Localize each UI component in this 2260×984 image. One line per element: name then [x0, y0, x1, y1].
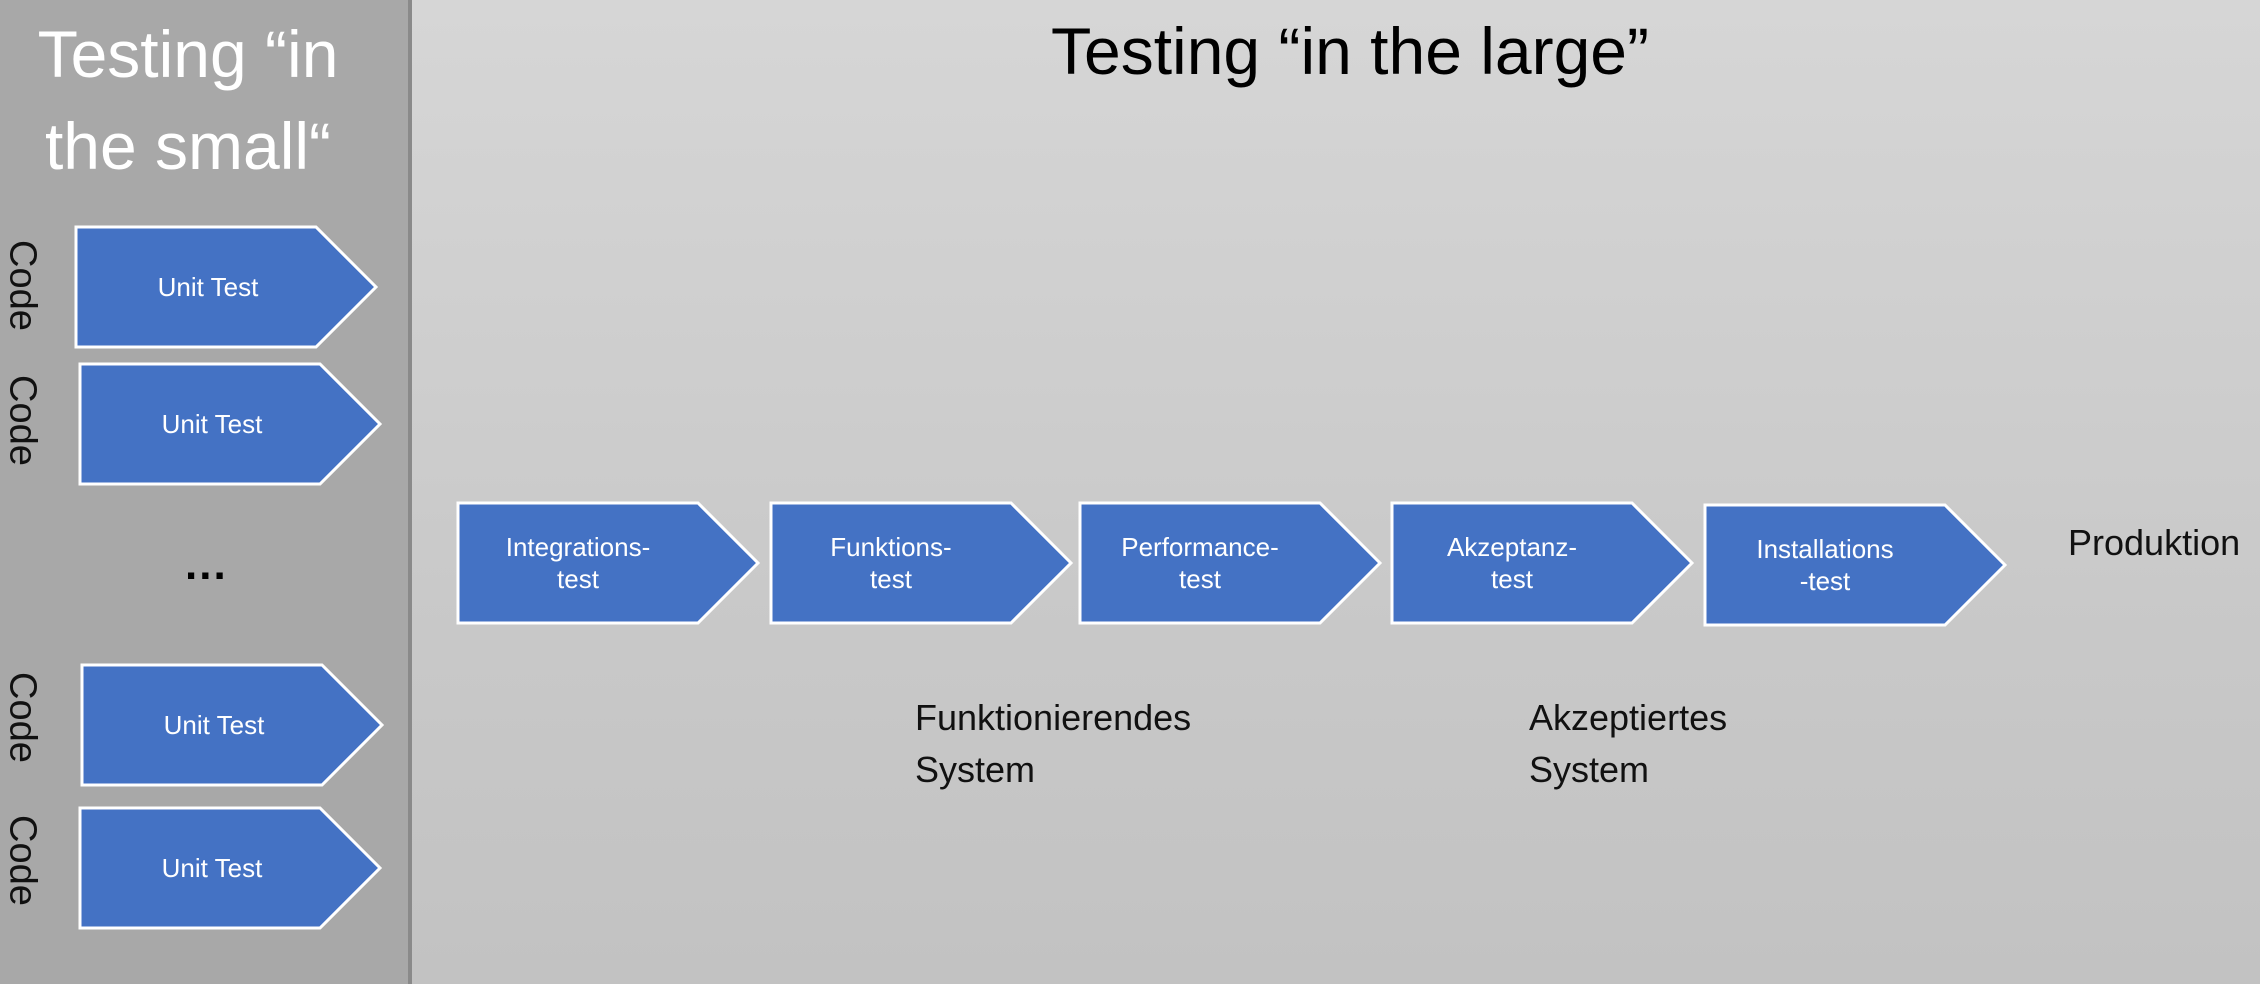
unit-test-label: Unit Test: [163, 710, 265, 740]
arrow-shape: [74, 225, 379, 349]
small-title: Testing “in the small“: [37, 17, 339, 183]
performance-test-arrow: Performance- test: [1078, 501, 1383, 625]
code-label-1: Code: [1, 239, 44, 331]
testing-in-the-small-panel: Testing “in the small“ Code Code Code Co…: [0, 0, 412, 984]
acceptance-test-arrow: Akzeptanz- test: [1390, 501, 1695, 625]
functional-system-caption: Funktionierendes System: [915, 697, 1192, 790]
arrow-shape: [1703, 503, 2008, 627]
arrow-shape: [78, 362, 383, 486]
integration-test-arrow: Integrations- test: [456, 501, 761, 625]
installation-test-arrow: Installations -test: [1703, 503, 2008, 627]
arrow-shape: [1390, 501, 1695, 625]
ellipsis: ...: [185, 540, 228, 589]
code-label-3: Code: [1, 671, 44, 763]
installation-test-label: Installations -test: [1756, 534, 1894, 596]
acceptance-test-label: Akzeptanz- test: [1446, 532, 1578, 594]
unit-test-arrow-2: Unit Test: [78, 362, 383, 486]
code-label-4: Code: [1, 814, 44, 906]
unit-test-arrow-1: Unit Test: [74, 225, 379, 349]
large-title: Testing “in the large”: [1051, 14, 1649, 88]
arrow-shape: [456, 501, 761, 625]
unit-test-arrow-4: Unit Test: [78, 806, 383, 930]
function-test-label: Funktions- test: [830, 532, 952, 594]
production-label: Produktion: [2068, 522, 2241, 563]
arrow-shape: [769, 501, 1074, 625]
arrow-shape: [1078, 501, 1383, 625]
unit-test-arrow-3: Unit Test: [80, 663, 385, 787]
performance-test-label: Performance- test: [1121, 532, 1279, 594]
function-test-arrow: Funktions- test: [769, 501, 1074, 625]
integration-test-label: Integrations- test: [505, 532, 651, 594]
accepted-system-caption: Akzeptiertes System: [1529, 697, 1728, 790]
unit-test-label: Unit Test: [157, 272, 259, 302]
arrow-shape: [78, 806, 383, 930]
code-label-2: Code: [1, 374, 44, 466]
unit-test-label: Unit Test: [161, 853, 263, 883]
arrow-shape: [80, 663, 385, 787]
unit-test-label: Unit Test: [161, 409, 263, 439]
